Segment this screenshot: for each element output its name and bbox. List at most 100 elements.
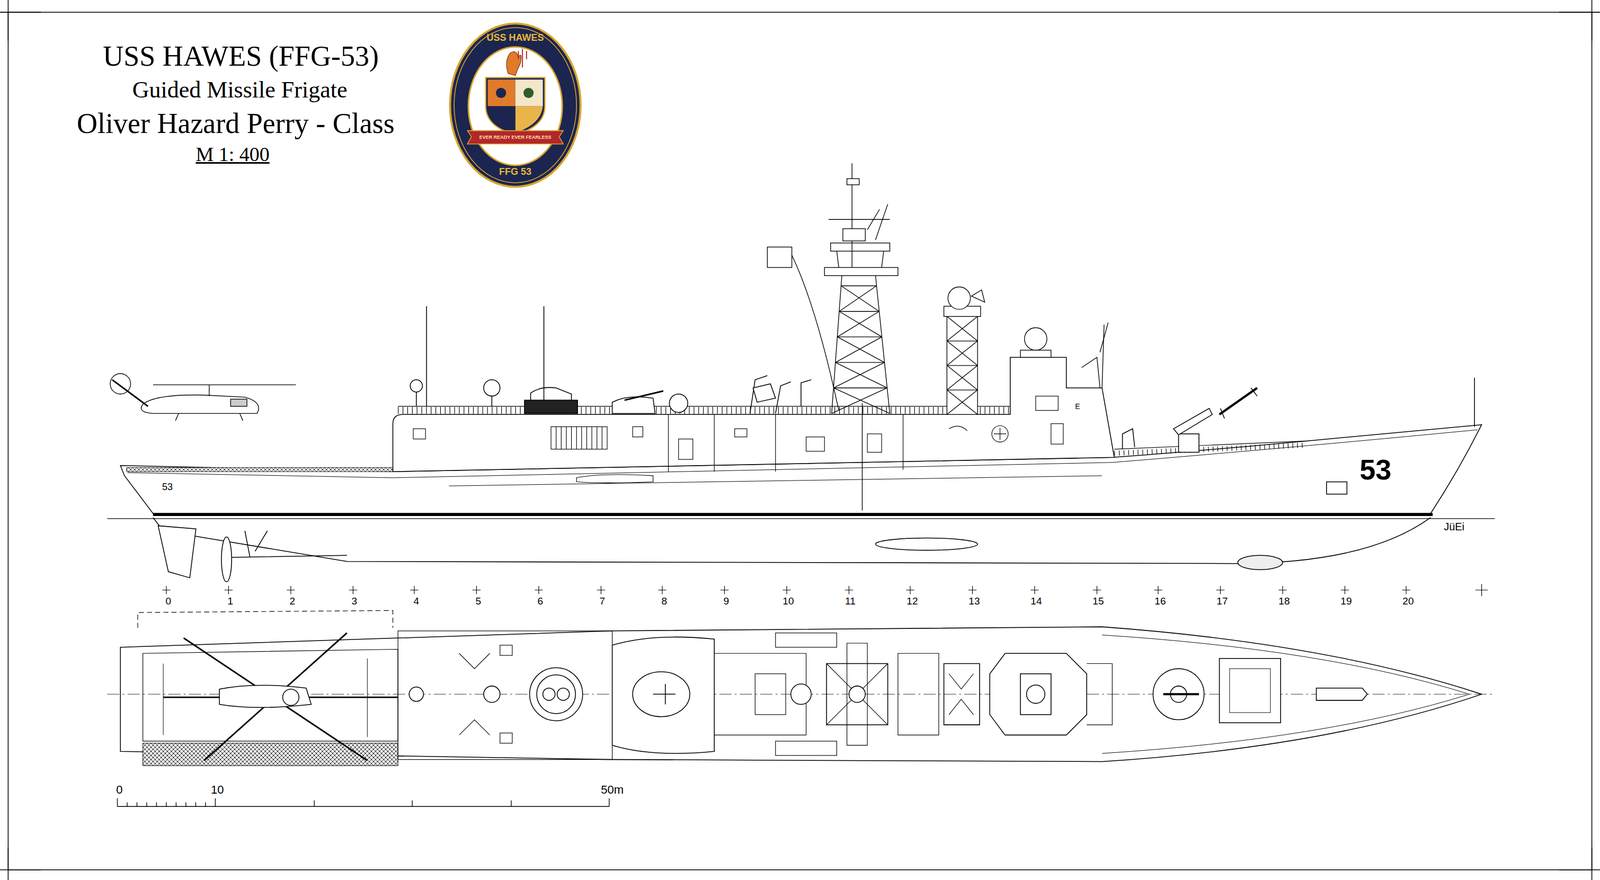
superstructure <box>1035 396 1059 411</box>
lattice-mast <box>833 286 887 389</box>
hull-profile <box>448 475 1102 486</box>
lattice-mast <box>830 243 891 252</box>
drawing-title: USS HAWES (FFG-53) <box>102 41 379 71</box>
station-number: 4 <box>413 596 420 607</box>
ship-badge <box>449 23 581 187</box>
lattice-mast <box>847 178 860 185</box>
badge-text: USS HAWES <box>486 32 545 43</box>
hull-plan <box>107 610 1495 766</box>
page-frame <box>7 12 1592 870</box>
hull-plan <box>143 649 399 742</box>
hull-number: 53 <box>162 482 173 492</box>
lattice-mast <box>831 286 891 414</box>
station-number: 10 <box>782 596 794 607</box>
superstructure <box>425 306 428 407</box>
station-number: 15 <box>1092 596 1104 607</box>
scale-bar <box>117 806 609 807</box>
missile-launcher <box>1219 387 1258 415</box>
station-number: 20 <box>1402 596 1414 607</box>
hull-plan <box>1316 688 1368 701</box>
helicopter-side <box>112 379 148 407</box>
superstructure <box>397 405 1011 407</box>
helicopter-side <box>140 395 259 414</box>
scale-note: M 1: 400 <box>195 144 270 165</box>
superstructure <box>867 433 882 453</box>
ship-badge <box>515 79 544 106</box>
superstructure <box>1114 445 1306 453</box>
ship-badge <box>487 79 516 106</box>
ship-badge <box>468 47 563 166</box>
superstructure <box>393 357 1115 472</box>
station-number: 19 <box>1340 596 1352 607</box>
hull-profile <box>1326 482 1348 495</box>
helicopter-side <box>175 413 243 421</box>
director-tower <box>944 286 1109 415</box>
station-number: 8 <box>661 596 668 607</box>
ship-badge <box>515 105 544 133</box>
station-marks <box>162 583 1488 597</box>
artist-signature: JüEi <box>1443 521 1465 532</box>
superstructure <box>491 396 493 407</box>
ship-badge <box>495 87 506 99</box>
superstructure <box>413 428 426 439</box>
ship-marking: E <box>1074 402 1080 411</box>
hull-plan <box>653 683 676 705</box>
station-number: 16 <box>1154 596 1166 607</box>
ship-badge <box>449 23 581 187</box>
scale-bar <box>117 798 609 807</box>
hull-plan <box>529 667 583 721</box>
superstructure <box>524 400 578 414</box>
helicopter-side <box>110 373 131 395</box>
hull-underwater <box>231 530 348 558</box>
hull-number: 53 <box>1359 455 1392 484</box>
lattice-mast <box>842 228 866 242</box>
hull-plan <box>163 633 398 761</box>
lattice-mast <box>831 275 891 414</box>
hull-plan <box>612 636 715 754</box>
badge-motto: EVER READY EVER FEARLESS <box>479 135 552 140</box>
hull-plan <box>536 674 576 714</box>
hull-plan <box>989 653 1087 735</box>
superstructure <box>1114 440 1306 449</box>
hull-plan <box>1152 668 1204 720</box>
hull-plan <box>790 683 812 705</box>
station-number: 7 <box>599 596 606 607</box>
hull-plan <box>219 685 311 708</box>
station-number: 0 <box>165 596 172 607</box>
helicopter-side <box>208 384 210 396</box>
superstructure <box>530 387 572 400</box>
hull-profile <box>153 512 1433 517</box>
superstructure <box>678 439 693 460</box>
hull-plan <box>143 743 399 766</box>
station-number: 14 <box>1030 596 1042 607</box>
ship-badge <box>518 48 527 68</box>
hull-plan <box>1229 668 1271 713</box>
hull-underwater <box>221 537 232 583</box>
hull-plan <box>775 741 838 756</box>
superstructure <box>415 392 417 407</box>
hull-plan <box>754 673 786 715</box>
station-number: 5 <box>475 596 482 607</box>
hull-underwater <box>158 525 197 578</box>
lattice-mast <box>767 163 899 511</box>
ship-badge <box>485 77 546 135</box>
hull-plan <box>120 626 1482 762</box>
superstructure <box>948 425 968 431</box>
superstructure <box>393 306 1307 472</box>
lattice-mast <box>767 246 792 268</box>
lattice-mast <box>836 251 884 268</box>
hull-plan <box>397 630 612 760</box>
ship-badge <box>454 27 577 183</box>
director-tower <box>971 289 985 302</box>
lattice-mast <box>861 403 863 511</box>
superstructure <box>991 425 1009 443</box>
superstructure <box>993 427 1007 440</box>
station-number: 3 <box>351 596 358 607</box>
scale-value: 0 <box>116 784 123 796</box>
superstructure <box>612 396 656 414</box>
hull-profile <box>576 474 653 484</box>
hull-plan <box>557 688 570 701</box>
superstructure <box>1051 423 1064 445</box>
